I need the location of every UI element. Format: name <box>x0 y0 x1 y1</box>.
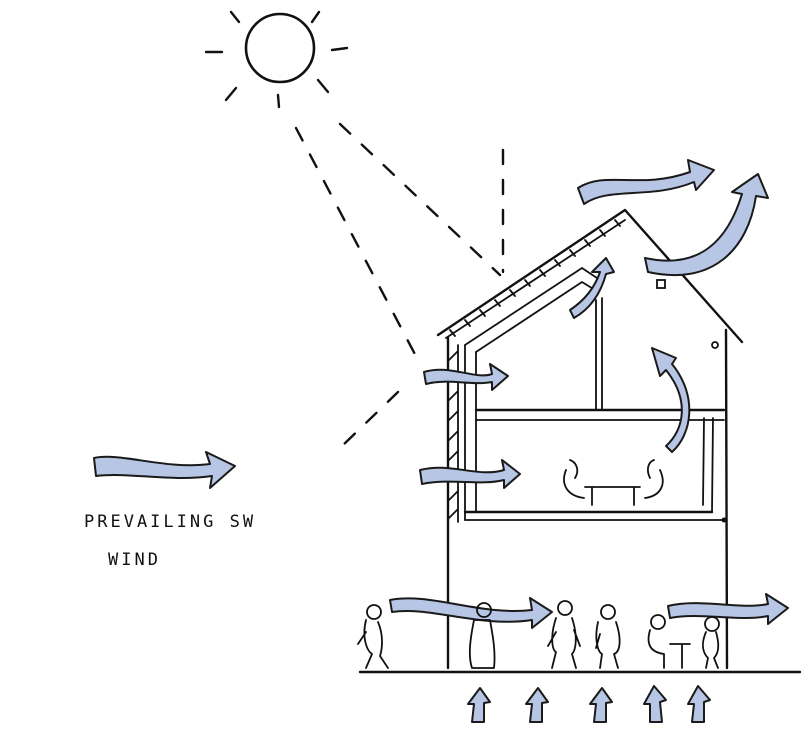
airflow-arrow-icon <box>94 452 235 488</box>
airflow-arrow-icon <box>590 688 612 722</box>
person-icon <box>649 615 690 668</box>
airflow-arrow-icon <box>644 686 666 722</box>
airflow-arrows <box>94 160 788 722</box>
airflow-arrow-icon <box>652 348 689 452</box>
person-icon <box>703 617 719 668</box>
person-icon <box>548 601 580 668</box>
sun-rays <box>296 124 503 448</box>
airflow-arrow-icon <box>390 598 552 628</box>
airflow-arrow-icon <box>578 160 714 204</box>
sun-icon <box>206 12 347 107</box>
airflow-arrow-icon <box>570 258 614 318</box>
airflow-arrow-icon <box>688 686 710 722</box>
wind-label-line2: WIND <box>108 550 161 570</box>
airflow-arrow-icon <box>420 460 520 488</box>
airflow-arrow-icon <box>526 688 548 722</box>
wind-label-line1: PREVAILING SW <box>84 512 256 532</box>
airflow-arrow-icon <box>424 364 508 390</box>
airflow-arrow-icon <box>468 688 490 722</box>
person-icon <box>596 605 620 668</box>
person-icon <box>358 605 388 668</box>
